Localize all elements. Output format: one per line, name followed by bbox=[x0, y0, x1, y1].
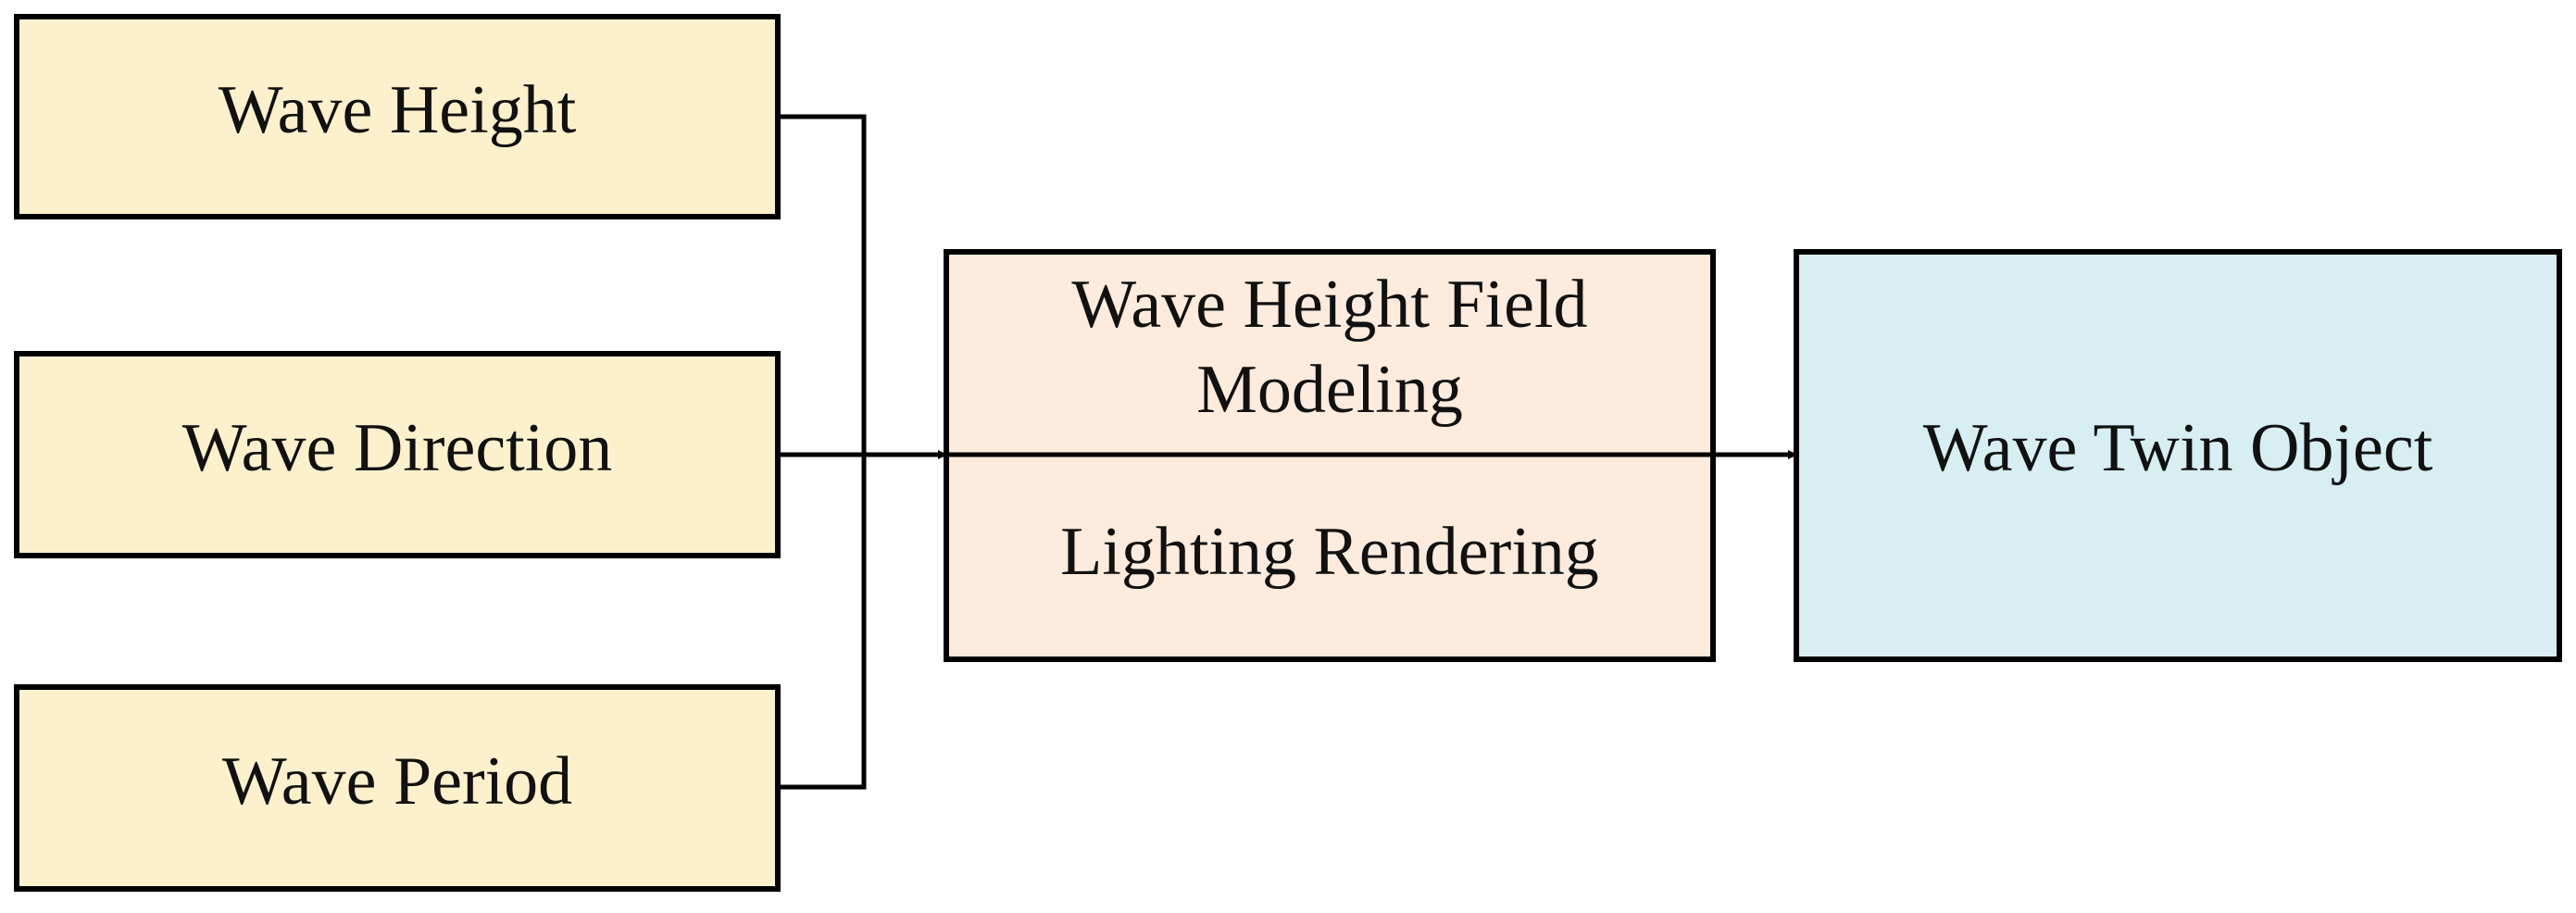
process-label-lighting-rendering: Lighting Rendering bbox=[1060, 514, 1599, 590]
input-label-wave-height: Wave Height bbox=[219, 72, 577, 148]
input-box-wave-height-rect bbox=[14, 14, 781, 219]
output-box: Wave Twin Object bbox=[1794, 249, 2562, 662]
input-label-wave-period: Wave Period bbox=[222, 744, 572, 819]
connector-input-bus bbox=[778, 114, 867, 790]
process-label-modeling: Modeling bbox=[1196, 352, 1463, 428]
input-box-wave-direction: Wave Direction bbox=[14, 351, 781, 558]
process-box: Wave Height Field Modeling Lighting Rend… bbox=[944, 249, 1716, 662]
process-label-height-field: Wave Height Field bbox=[1071, 267, 1587, 343]
input-label-wave-direction: Wave Direction bbox=[182, 410, 613, 486]
output-label-wave-twin-object: Wave Twin Object bbox=[1923, 410, 2433, 486]
input-box-wave-direction-rect bbox=[14, 351, 781, 558]
input-box-wave-height: Wave Height bbox=[14, 14, 781, 219]
output-box-rect bbox=[1794, 249, 2562, 662]
input-box-wave-period-rect bbox=[14, 684, 781, 892]
input-box-wave-period: Wave Period bbox=[14, 684, 781, 892]
